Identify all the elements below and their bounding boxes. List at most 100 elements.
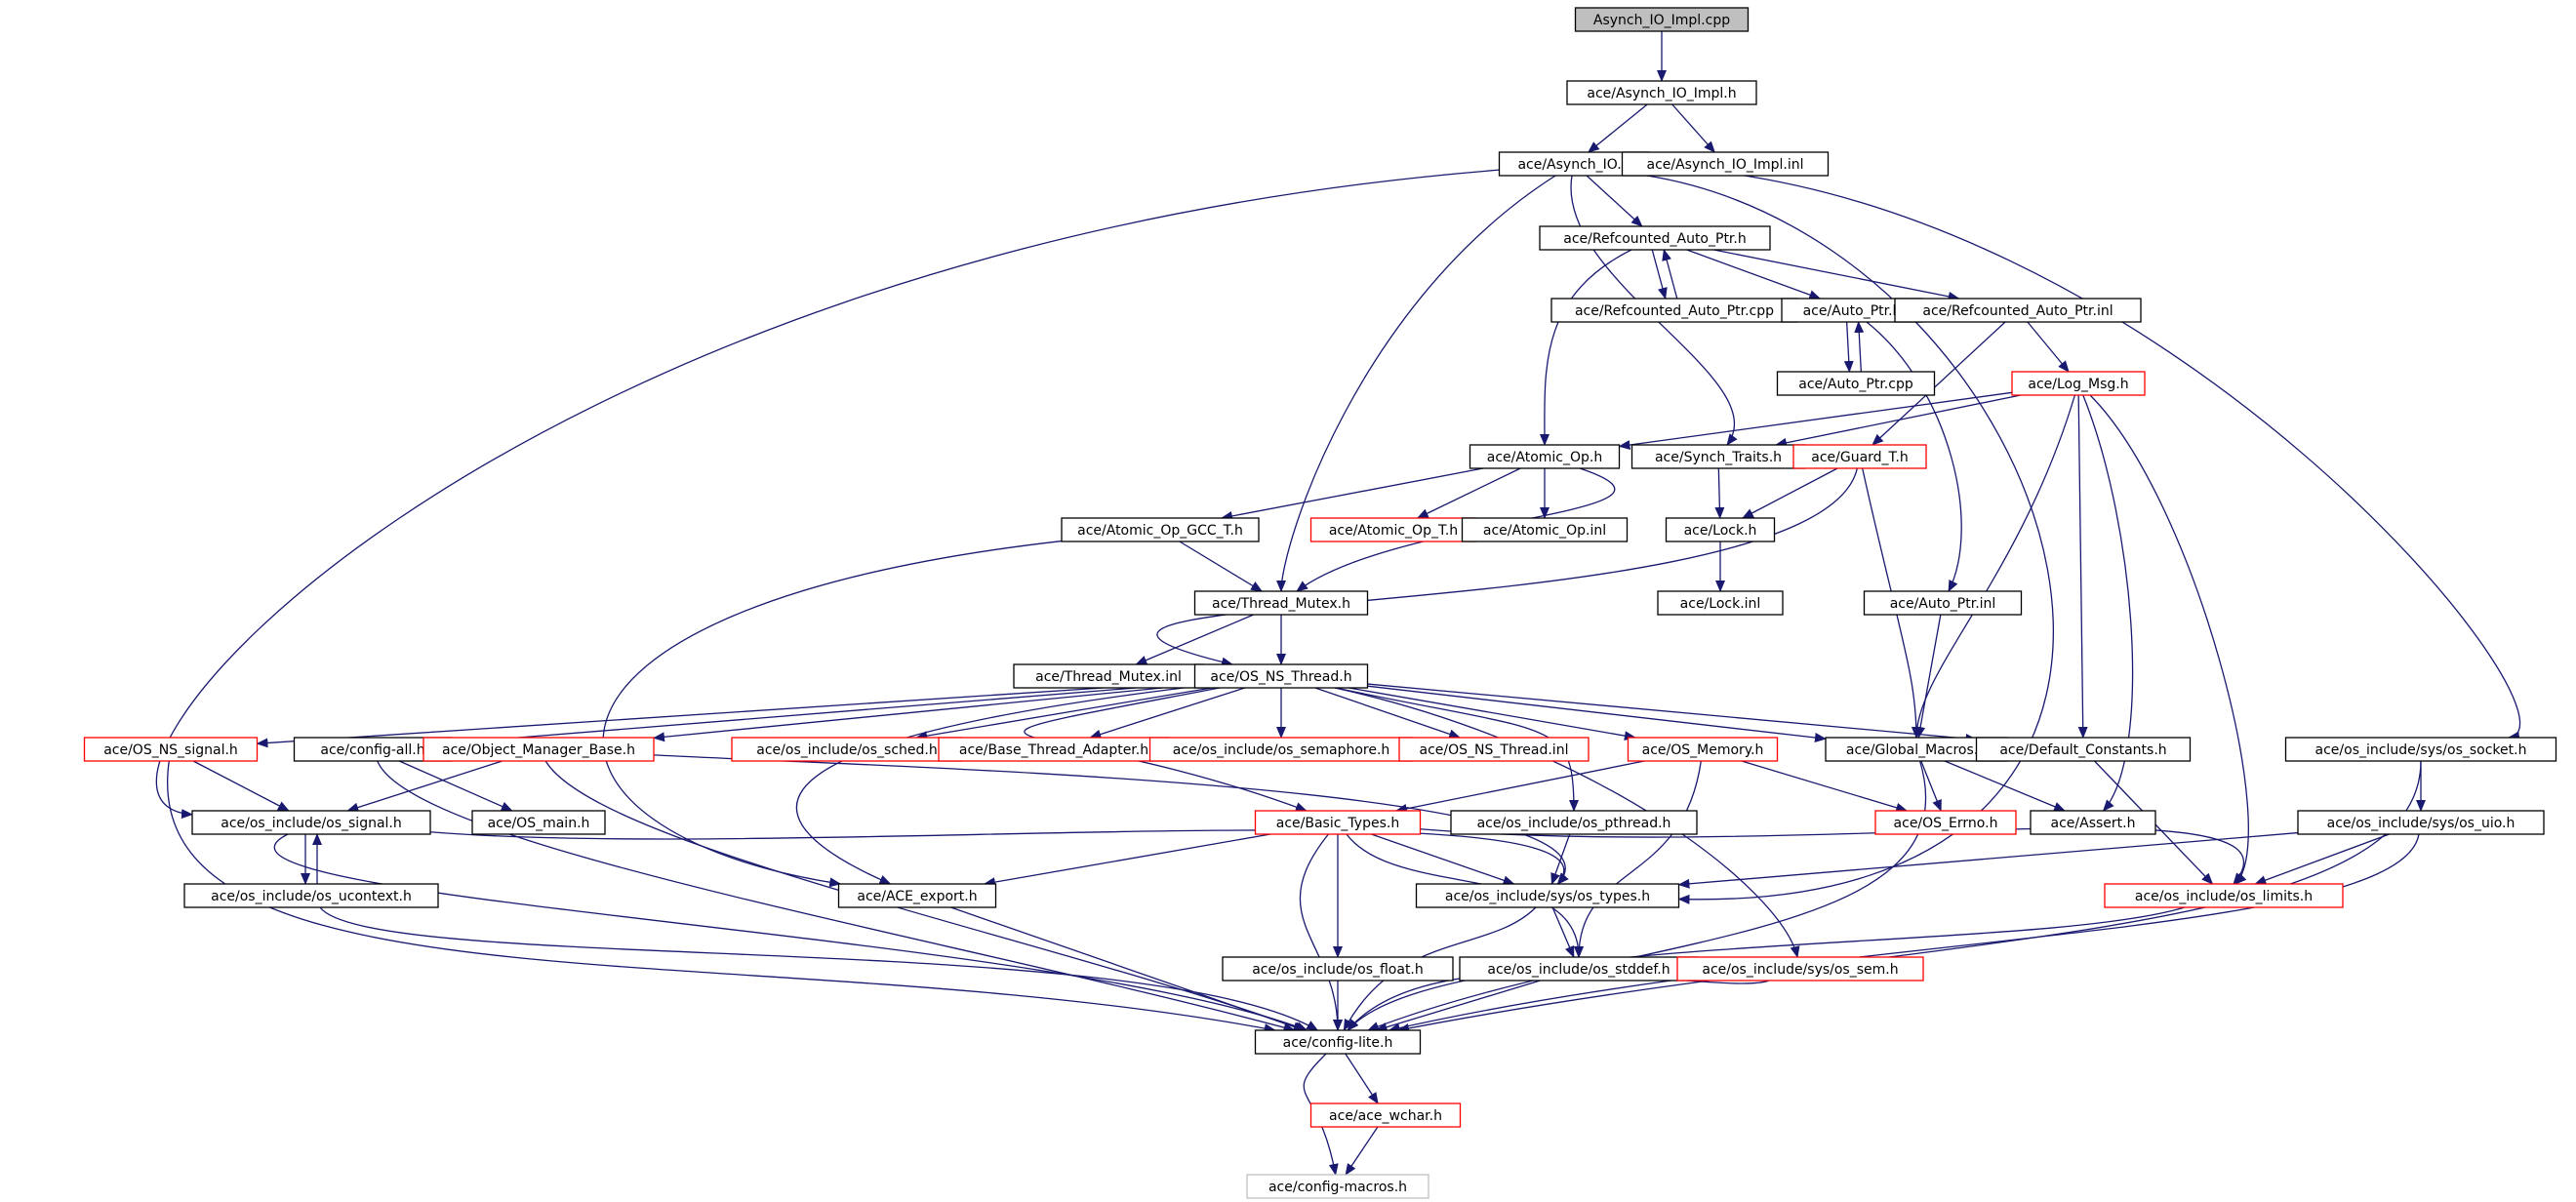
node-os_errno[interactable]: ace/OS_Errno.h	[1874, 810, 2017, 835]
node-lock_h[interactable]: ace/Lock.h	[1665, 517, 1776, 542]
node-os_memory[interactable]: ace/OS_Memory.h	[1627, 737, 1779, 762]
node-label: ace/Synch_Traits.h	[1655, 450, 1782, 465]
node-refptr_cpp[interactable]: ace/Refcounted_Auto_Ptr.cpp	[1550, 298, 1798, 323]
node-basic_types[interactable]: ace/Basic_Types.h	[1254, 810, 1422, 835]
node-default_constants[interactable]: ace/Default_Constants.h	[1975, 737, 2192, 762]
edge-os_ns_thread-to-os_sched	[915, 687, 1212, 741]
node-sys_sem[interactable]: ace/os_include/sys/os_sem.h	[1676, 956, 1924, 982]
node-ace_wchar[interactable]: ace/ace_wchar.h	[1309, 1102, 1462, 1128]
node-thread_mutex_h[interactable]: ace/Thread_Mutex.h	[1193, 590, 1369, 616]
node-atomic_inl[interactable]: ace/Atomic_Op.inl	[1461, 517, 1629, 542]
node-label: ace/os_include/sys/os_uio.h	[2327, 816, 2516, 831]
node-root[interactable]: Asynch_IO_Impl.cpp	[1574, 7, 1750, 32]
node-box	[83, 737, 259, 762]
node-os_limits[interactable]: ace/os_include/os_limits.h	[2104, 883, 2344, 908]
edge-os_ns_thread-to-global_macros	[1367, 685, 1827, 742]
edge-os_stddef-to-config_lite	[1375, 980, 1541, 1032]
node-label: ace/os_include/os_sched.h	[756, 742, 937, 758]
node-box	[1061, 517, 1260, 542]
edge-os_memory-to-os_stddef	[1574, 760, 1702, 958]
node-os_signal[interactable]: ace/os_include/os_signal.h	[191, 810, 431, 835]
node-box	[1459, 956, 1699, 982]
node-os_pthread[interactable]: ace/os_include/os_pthread.h	[1450, 810, 1698, 835]
node-box	[1398, 737, 1590, 762]
edge-atomic_gcc-to-ace_export	[602, 540, 1063, 888]
node-autoptr_cpp[interactable]: ace/Auto_Ptr.cpp	[1776, 371, 1936, 396]
node-synch_traits[interactable]: ace/Synch_Traits.h	[1630, 444, 1806, 469]
node-os_sched[interactable]: ace/os_include/os_sched.h	[731, 737, 963, 762]
node-refptr_inl[interactable]: ace/Refcounted_Auto_Ptr.inl	[1894, 298, 2142, 323]
node-sys_socket[interactable]: ace/os_include/sys/os_socket.h	[2284, 737, 2557, 762]
node-box	[423, 737, 655, 762]
node-config_macros[interactable]: ace/config-macros.h	[1246, 1174, 1429, 1199]
edge-os_memory-to-os_errno	[1741, 760, 1909, 813]
node-box	[1874, 810, 2017, 835]
edge-autoptr_cpp-to-autoptr_h	[1854, 321, 1865, 373]
node-label: ace/Thread_Mutex.inl	[1035, 669, 1182, 685]
node-atomic_gcc[interactable]: ace/Atomic_Op_GCC_T.h	[1061, 517, 1260, 542]
node-os_ns_thread[interactable]: ace/OS_NS_Thread.h	[1193, 663, 1369, 689]
node-os_main[interactable]: ace/OS_main.h	[471, 810, 606, 835]
node-box	[1539, 225, 1771, 251]
node-assert_h[interactable]: ace/Assert.h	[2030, 810, 2156, 835]
node-label: ace/Refcounted_Auto_Ptr.cpp	[1575, 303, 1774, 319]
node-os_float[interactable]: ace/os_include/os_float.h	[1222, 956, 1454, 982]
edge-os_ns_thread-to-os_memory	[1348, 687, 1636, 741]
edge-global_macros-to-os_errno	[1920, 760, 1942, 812]
node-config_lite[interactable]: ace/config-lite.h	[1254, 1029, 1422, 1055]
node-base_thread[interactable]: ace/Base_Thread_Adapter.h	[938, 737, 1170, 762]
node-label: ace/os_include/os_limits.h	[2135, 889, 2313, 904]
edge-refptr_h-to-autoptr_h	[1686, 249, 1822, 300]
edge-config_lite-to-ace_wchar	[1345, 1053, 1379, 1104]
node-label: ace/Asynch_IO_Impl.h	[1587, 86, 1736, 101]
edge-logmsg-to-atomic_h	[1618, 391, 2013, 450]
node-os_ucontext[interactable]: ace/os_include/os_ucontext.h	[183, 883, 439, 908]
node-box	[2104, 883, 2344, 908]
node-sys_types[interactable]: ace/os_include/sys/os_types.h	[1415, 883, 1680, 908]
edge-os_ns_thread-to-default_constants	[1367, 683, 1978, 743]
node-os_ns_thread_inl[interactable]: ace/OS_NS_Thread.inl	[1398, 737, 1590, 762]
node-box	[1574, 7, 1750, 32]
node-ace_export[interactable]: ace/ACE_export.h	[837, 883, 997, 908]
edge-refptr_inl-to-guard	[1872, 321, 2006, 446]
node-asynch_impl_h[interactable]: ace/Asynch_IO_Impl.h	[1566, 80, 1757, 105]
edge-refptr_inl-to-logmsg	[2027, 321, 2070, 373]
node-box	[1193, 590, 1369, 616]
node-asynch_h[interactable]: ace/Asynch_IO.h	[1498, 151, 1650, 177]
edge-basic_types-to-config_lite	[1299, 833, 1343, 1031]
node-box	[1450, 810, 1698, 835]
node-label: ace/Base_Thread_Adapter.h	[959, 742, 1148, 758]
node-os_semaphore[interactable]: ace/os_include/os_semaphore.h	[1148, 737, 1414, 762]
edge-guard-to-lock_h	[1741, 467, 1838, 519]
node-label: ace/os_include/os_signal.h	[221, 816, 402, 831]
edge-ace_wchar-to-config_macros	[1345, 1126, 1379, 1176]
node-os_ns_signal[interactable]: ace/OS_NS_signal.h	[83, 737, 259, 762]
edge-asynch_h-to-thread_mutex_h	[1276, 175, 1556, 592]
node-label: ace/os_include/os_semaphore.h	[1173, 742, 1390, 758]
node-lock_inl[interactable]: ace/Lock.inl	[1657, 590, 1784, 616]
node-thread_mutex_inl[interactable]: ace/Thread_Mutex.inl	[1013, 663, 1204, 689]
edge-thread_mutex_h-to-thread_mutex_inl	[1135, 614, 1254, 665]
edge-basic_types-to-sys_types	[1371, 833, 1515, 886]
edge-sys_types-to-os_stddef	[1551, 906, 1575, 958]
edge-asynch_impl_h-to-asynch_h	[1588, 103, 1648, 153]
node-asynch_impl_inl[interactable]: ace/Asynch_IO_Impl.inl	[1621, 151, 1830, 177]
node-refptr_h[interactable]: ace/Refcounted_Auto_Ptr.h	[1539, 225, 1771, 251]
node-sys_uio[interactable]: ace/os_include/sys/os_uio.h	[2297, 810, 2545, 835]
node-label: ace/OS_Memory.h	[1642, 742, 1764, 758]
node-autoptr_inl[interactable]: ace/Auto_Ptr.inl	[1863, 590, 2023, 616]
node-os_stddef[interactable]: ace/os_include/os_stddef.h	[1459, 956, 1699, 982]
node-logmsg[interactable]: ace/Log_Msg.h	[2011, 371, 2146, 396]
node-box	[1627, 737, 1779, 762]
edge-asynch_h-to-sys_socket	[1648, 165, 2521, 741]
node-atomic_t[interactable]: ace/Atomic_Op_T.h	[1309, 517, 1477, 542]
edge-os_ns_thread-to-config_all	[450, 682, 1195, 747]
node-label: ace/Thread_Mutex.h	[1212, 596, 1350, 612]
node-obj_mgr[interactable]: ace/Object_Manager_Base.h	[423, 737, 655, 762]
node-box	[1415, 883, 1680, 908]
node-atomic_h[interactable]: ace/Atomic_Op.h	[1469, 444, 1621, 469]
node-guard[interactable]: ace/Guard_T.h	[1792, 444, 1927, 469]
edge-os_limits-to-config_lite	[1347, 906, 2186, 1031]
node-box	[1676, 956, 1924, 982]
edge-basic_types-to-os_limits	[1420, 827, 2244, 885]
